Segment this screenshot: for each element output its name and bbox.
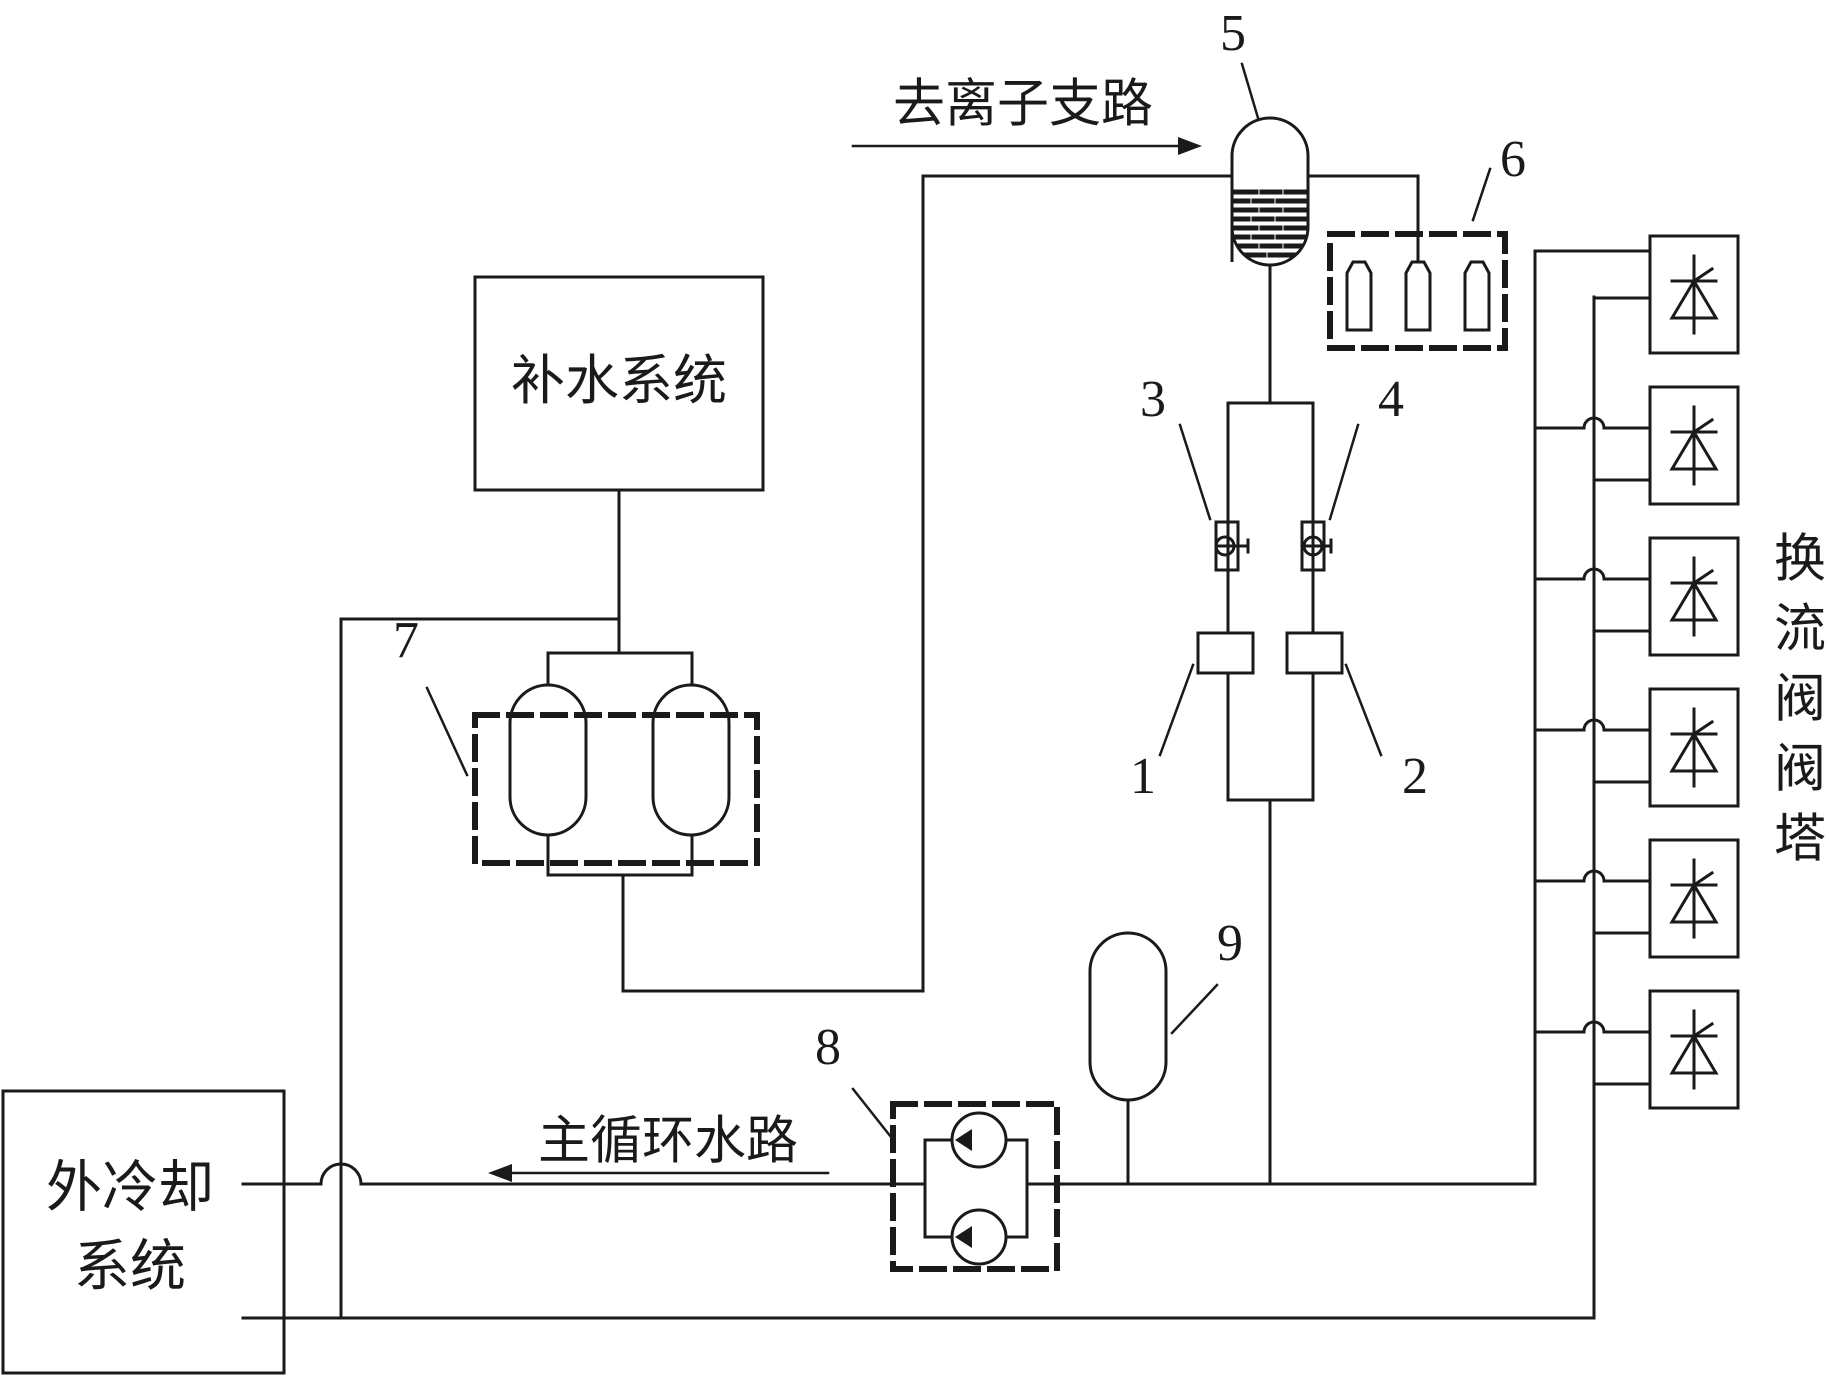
bottle-1 (1345, 260, 1373, 332)
valve-tower-char-5: 塔 (1774, 810, 1826, 870)
external-cooling-label-line2: 系统 (74, 1235, 186, 1300)
component-9-pressurizer-tank (1088, 931, 1168, 1102)
component-2-deionizer (1285, 631, 1344, 675)
main-circulation-arrow-head (488, 1164, 512, 1182)
bottle-2 (1404, 260, 1432, 332)
leader-5 (1240, 62, 1260, 120)
component-1-deionizer (1196, 631, 1255, 675)
valve-unit-5 (1648, 838, 1740, 959)
leader-9 (1170, 983, 1219, 1035)
valve-tower-char-1: 换 (1774, 530, 1826, 590)
component-5-expansion-tank (1230, 116, 1310, 267)
external-cooling-label-line1: 外冷却 (46, 1156, 214, 1221)
valve-unit-6 (1648, 989, 1740, 1110)
label-6: 6 (1500, 131, 1526, 188)
leader-1 (1158, 663, 1195, 757)
label-9: 9 (1217, 915, 1243, 972)
label-5: 5 (1220, 5, 1246, 62)
valve-tower-units (1533, 234, 1740, 1110)
valve-unit-4 (1648, 687, 1740, 808)
bottle-group-dashed-box (1327, 231, 1508, 351)
external-cooling-system-box (1, 1089, 286, 1375)
component-6-nitrogen-bottles (1327, 231, 1508, 351)
label-3: 3 (1140, 371, 1166, 428)
pump-1 (950, 1111, 1008, 1169)
deionization-branch-label: 去离子支路 (893, 75, 1153, 135)
valve-unit-3 (1648, 536, 1740, 657)
component-4-valve (1300, 520, 1333, 572)
pump-2 (950, 1208, 1008, 1266)
valve-tower-char-3: 阀 (1774, 670, 1826, 730)
valve-unit-2 (1648, 385, 1740, 506)
filter-tank-right (651, 683, 731, 837)
label-2: 2 (1402, 748, 1428, 805)
filter-group-dashed-box (472, 712, 760, 866)
label-8: 8 (815, 1019, 841, 1076)
leader-2 (1344, 663, 1383, 757)
leader-7 (425, 686, 469, 777)
main-circulation-label: 主循环水路 (538, 1112, 798, 1172)
component-3-valve (1214, 520, 1250, 572)
tank-water-fill (1232, 189, 1308, 258)
bottle-3 (1463, 260, 1491, 332)
label-7: 7 (393, 612, 419, 669)
valve-unit-1 (1648, 234, 1740, 355)
leader-6 (1471, 167, 1492, 222)
label-4: 4 (1378, 371, 1404, 428)
component-7-filter-group (472, 174, 1234, 993)
makeup-water-system-label: 补水系统 (511, 349, 727, 412)
leader-8 (851, 1087, 893, 1139)
leader-4 (1328, 423, 1360, 521)
component-8-main-pumps (890, 1101, 1060, 1272)
valve-tower-char-2: 流 (1774, 600, 1826, 660)
pipe-crossover-hop (319, 1162, 363, 1186)
leader-3 (1178, 423, 1212, 521)
deionization-arrow-head (1178, 137, 1202, 155)
pump-group-dashed-box (890, 1101, 1060, 1272)
filter-tank-left (508, 683, 588, 837)
valve-tower-char-4: 阀 (1774, 740, 1826, 800)
valve-tower-label: 换 流 阀 阀 塔 (1774, 530, 1826, 870)
label-1: 1 (1130, 748, 1156, 805)
